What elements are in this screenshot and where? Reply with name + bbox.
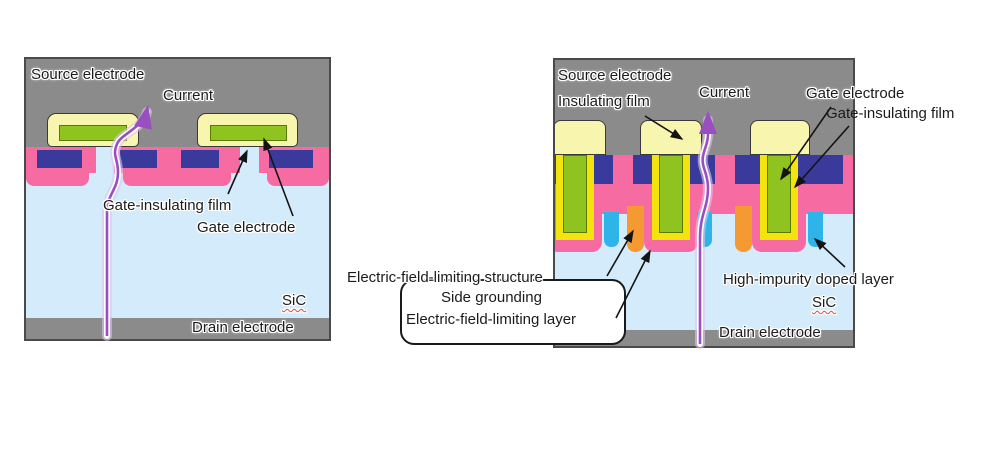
p-well-deep xyxy=(123,173,231,186)
p-contact-column xyxy=(613,155,633,184)
n-source-region xyxy=(120,150,157,168)
gate-insulating-film-label: Gate-insulating film xyxy=(826,105,955,122)
gate-electrode-region xyxy=(210,125,287,141)
efl-layer-label: Electric-field-limiting layer xyxy=(406,311,577,328)
p-well-deep xyxy=(267,173,329,186)
insulating-film-cap xyxy=(640,120,702,155)
high-impurity-label: High-impurity doped layer xyxy=(723,271,894,288)
gate-electrode-label: Gate electrode xyxy=(806,85,905,102)
gate-insulating-film-label: Gate-insulating film xyxy=(103,197,232,214)
n-source-layer xyxy=(555,155,853,184)
n-source-region xyxy=(37,150,82,168)
gate-electrode-region xyxy=(59,125,127,141)
source-electrode-label: Source electrode xyxy=(31,66,145,83)
trench-gate-electrode xyxy=(659,155,683,233)
gate-electrode-label: Gate electrode xyxy=(197,219,296,236)
drain-electrode-region xyxy=(26,318,329,339)
current-label: Current xyxy=(699,84,750,101)
p-contact-column xyxy=(843,155,853,184)
trench-gate-electrode xyxy=(563,155,587,233)
side-grounding-blob xyxy=(627,206,644,252)
trench-gate-electrode xyxy=(767,155,791,233)
sic-label: SiC xyxy=(282,292,307,309)
drain-electrode-label: Drain electrode xyxy=(192,319,294,336)
efl-structure-label: Electric-field-limiting structure xyxy=(347,269,543,286)
source-electrode-label: Source electrode xyxy=(558,67,672,84)
insulating-film-cap xyxy=(555,120,606,155)
p-contact-column xyxy=(715,155,735,184)
insulating-film-label: Insulating film xyxy=(558,93,650,110)
high-impurity-doped-blob xyxy=(604,212,619,247)
side-grounding-label: Side grounding xyxy=(441,289,542,306)
callout-bracket xyxy=(400,279,626,345)
insulating-film-cap xyxy=(750,120,810,155)
drain-electrode-label: Drain electrode xyxy=(719,324,821,341)
n-source-region xyxy=(269,150,313,168)
p-well-deep xyxy=(26,173,89,186)
high-impurity-doped-blob xyxy=(808,212,823,247)
n-source-region xyxy=(181,150,219,168)
current-label: Current xyxy=(163,87,214,104)
sic-label: SiC xyxy=(812,294,837,311)
high-impurity-doped-blob xyxy=(697,212,712,247)
side-grounding-blob xyxy=(735,206,752,252)
